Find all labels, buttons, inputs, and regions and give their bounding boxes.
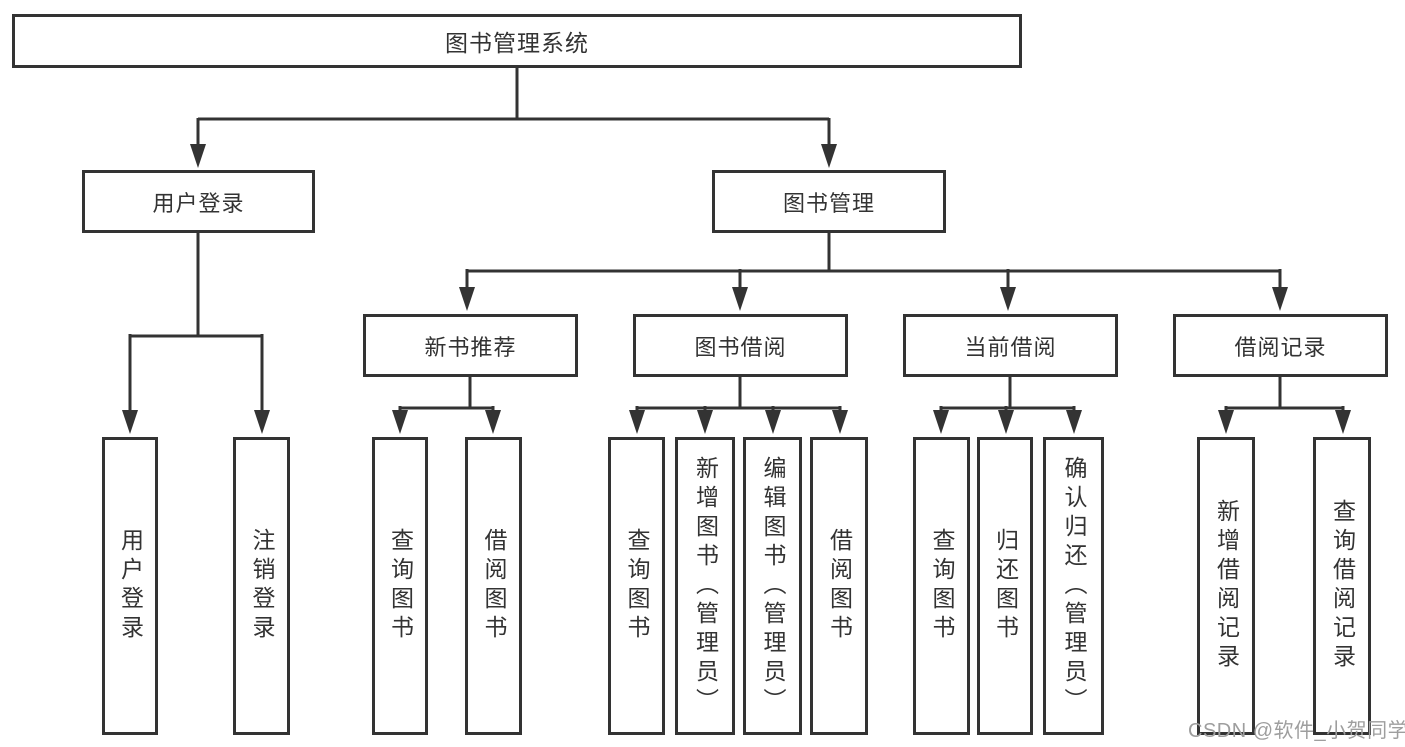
leaf-borrow-query-books-label: 查询图书 [624,528,650,644]
node-book-borrow: 图书借阅 [633,314,848,377]
leaf-current-query-books-label: 查询图书 [929,528,955,644]
leaf-logout-label: 注销登录 [249,528,275,644]
leaf-current-query-books: 查询图书 [913,437,970,735]
leaf-query-borrow-record: 查询借阅记录 [1313,437,1371,735]
leaf-user-login-label: 用户登录 [117,528,144,644]
leaf-borrow-query-books: 查询图书 [608,437,665,735]
node-new-book-recommend: 新书推荐 [363,314,578,377]
leaf-confirm-return-admin-label: 确认归还（管理员） [1061,455,1087,717]
csdn-watermark: CSDN @软件_小贺同学 [1188,720,1405,742]
node-root-system: 图书管理系统 [12,14,1022,68]
node-borrow-records-label: 借阅记录 [1234,334,1327,360]
leaf-borrow-books: 借阅图书 [810,437,868,735]
leaf-recommend-query-books-label: 查询图书 [387,528,414,644]
node-new-book-recommend-label: 新书推荐 [424,334,517,360]
node-book-management: 图书管理 [712,170,946,233]
node-book-borrow-label: 图书借阅 [694,334,787,360]
leaf-recommend-borrow-books-label: 借阅图书 [481,528,507,644]
node-user-login-label: 用户登录 [152,190,245,216]
leaf-add-books-admin-label: 新增图书（管理员） [692,455,719,717]
node-borrow-records: 借阅记录 [1173,314,1388,377]
leaf-return-books-label: 归还图书 [992,528,1019,644]
node-current-borrow-label: 当前借阅 [964,334,1057,360]
leaf-confirm-return-admin: 确认归还（管理员） [1043,437,1104,735]
leaf-return-books: 归还图书 [977,437,1033,735]
leaf-logout: 注销登录 [233,437,290,735]
node-user-login: 用户登录 [82,170,315,233]
leaf-add-borrow-record-label: 新增借阅记录 [1213,499,1240,673]
leaf-recommend-borrow-books: 借阅图书 [465,437,522,735]
leaf-edit-books-admin: 编辑图书（管理员） [743,437,802,735]
leaf-query-borrow-record-label: 查询借阅记录 [1329,499,1356,673]
arrowheads [122,144,1351,434]
leaf-recommend-query-books: 查询图书 [372,437,428,735]
leaf-user-login: 用户登录 [102,437,158,735]
leaf-borrow-books-label: 借阅图书 [826,528,853,644]
leaf-add-borrow-record: 新增借阅记录 [1197,437,1255,735]
leaf-add-books-admin: 新增图书（管理员） [675,437,735,735]
node-current-borrow: 当前借阅 [903,314,1118,377]
leaf-edit-books-admin-label: 编辑图书（管理员） [760,455,786,717]
node-book-management-label: 图书管理 [782,190,875,216]
node-root-label: 图书管理系统 [445,30,589,56]
